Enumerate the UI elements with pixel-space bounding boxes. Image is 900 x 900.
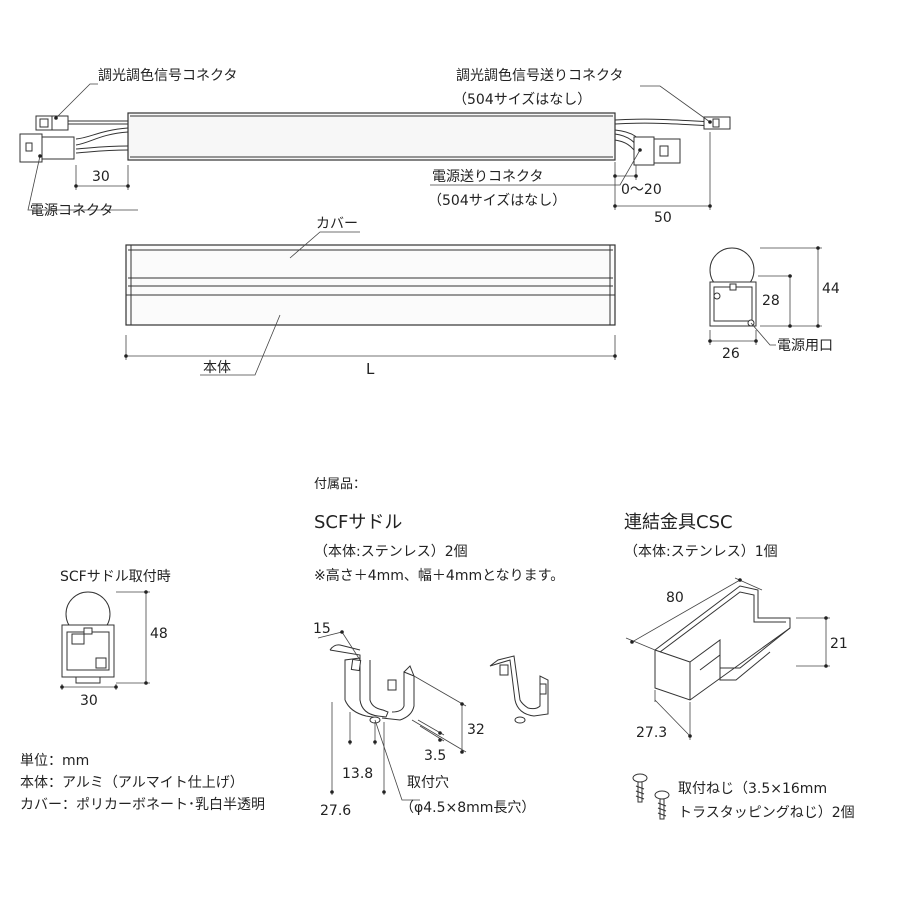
unit-label: 単位：mm [20, 753, 89, 769]
saddle-note: ※高さ＋4mm、幅＋4mmとなります。 [314, 567, 564, 584]
cover-label: カバー [316, 216, 358, 232]
cover-material-label: カバー：ポリカーボネート･乳白半透明 [20, 797, 265, 813]
power-send-connector-label: 電源送りコネクタ [432, 169, 543, 185]
dim-3-5-text: 3.5 [424, 748, 446, 764]
body-material-label: 本体：アルミ（アルマイト仕上げ） [20, 775, 244, 791]
dim-15-text: 15 [313, 621, 331, 637]
screw-label-line2: トラスタッピングねじ）2個 [678, 805, 855, 821]
fixture-top-view [19, 112, 731, 166]
saddle-material: （本体:ステンレス）2個 [314, 544, 468, 560]
cross-section: 44 28 26 [708, 246, 840, 362]
not-504-note-a: （504サイズはなし） [453, 92, 591, 108]
saddle-drawing-front [329, 644, 415, 724]
saddle-title: SCFサドル [314, 512, 402, 533]
dim-21-text: 21 [830, 636, 848, 652]
dim-32-text: 32 [467, 722, 485, 738]
dim-0-20: 0〜20 [613, 162, 662, 210]
dim-28-text: 28 [762, 293, 780, 309]
joint-drawing: 80 21 27.3 [625, 577, 848, 741]
body-label: 本体 [203, 360, 231, 376]
joint-title: 連結金具CSC [624, 512, 733, 533]
saddle-mounted-drawing: 48 30 [60, 590, 168, 709]
saddle-drawing-side [489, 655, 549, 724]
dim-30-saddle-text: 30 [80, 693, 98, 709]
screw-label-line1: 取付ねじ（3.5×16mm [678, 781, 827, 797]
joint-material: （本体:ステンレス）1個 [624, 544, 778, 560]
dim-44-text: 44 [822, 281, 840, 297]
dim-80-text: 80 [666, 590, 684, 606]
screw-icon [654, 790, 670, 820]
dim-13-8-text: 13.8 [342, 766, 373, 782]
dim-27-6-text: 27.6 [320, 803, 351, 819]
dim-48-text: 48 [150, 626, 168, 642]
dim-0-20-text: 0〜20 [621, 182, 662, 198]
leader-lines-top [27, 83, 712, 211]
saddle-dimensions: 15 32 3.5 13.8 27.6 [313, 621, 485, 819]
dim-27-3-text: 27.3 [636, 725, 667, 741]
saddle-mounted-label: SCFサドル取付時 [60, 569, 171, 585]
dimming-connector-label: 調光調色信号コネクタ [98, 67, 237, 84]
dimming-send-connector-label: 調光調色信号送りコネクタ [456, 67, 623, 84]
dim-30-top: 30 [74, 165, 130, 190]
accessories-label: 付属品： [314, 477, 366, 492]
dim-50: 50 [613, 132, 712, 226]
power-connector-label: 電源コネクタ [30, 203, 113, 219]
dim-30-top-text: 30 [92, 169, 110, 185]
length-label: L [366, 360, 375, 378]
screw-icon [632, 773, 648, 803]
dim-50-text: 50 [654, 210, 672, 226]
power-port-label: 電源用口 [777, 338, 833, 354]
mount-hole-spec: （φ4.5×8mm長穴） [400, 800, 535, 816]
fixture-side-view [124, 231, 617, 376]
dim-26-text: 26 [722, 346, 740, 362]
not-504-note-b: （504サイズはなし） [428, 193, 566, 209]
mount-hole-label: 取付穴 [407, 775, 449, 791]
